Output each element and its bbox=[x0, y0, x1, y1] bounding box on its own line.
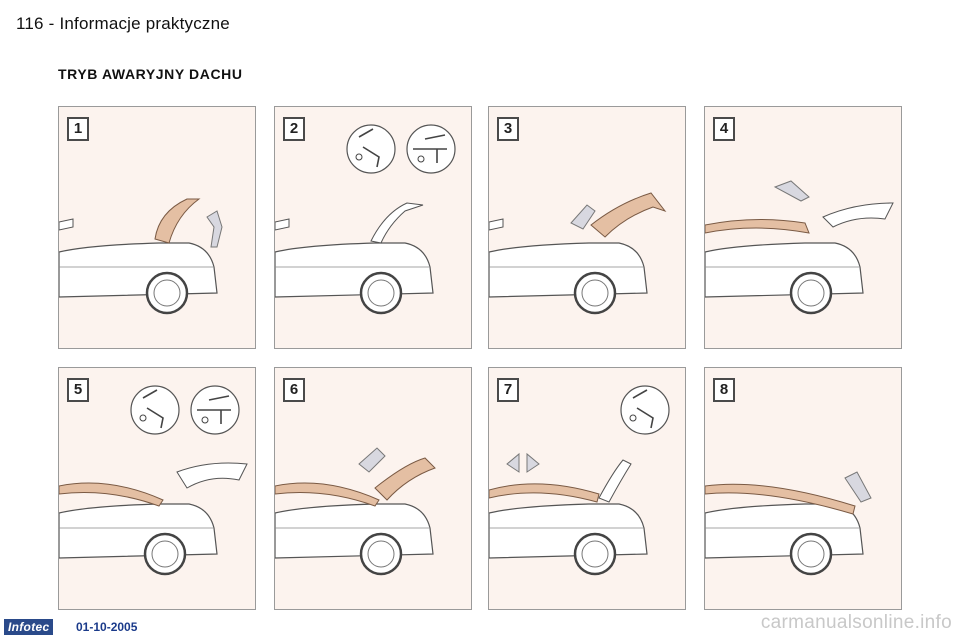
step-number-badge: 5 bbox=[67, 378, 89, 402]
section-name: Informacje praktyczne bbox=[59, 14, 230, 33]
step-panel-5: 5 bbox=[58, 367, 256, 610]
tool-key-icon bbox=[406, 124, 456, 174]
car-illustration bbox=[275, 124, 456, 315]
steps-grid: 1 2 bbox=[58, 106, 902, 610]
step-number-badge: 4 bbox=[713, 117, 735, 141]
tool-key-icon bbox=[190, 385, 240, 435]
car-illustration bbox=[59, 198, 223, 315]
step-panel-4: 4 bbox=[704, 106, 902, 349]
hand-lever-icon bbox=[346, 124, 396, 174]
section-title: TRYB AWARYJNY DACHU bbox=[58, 66, 243, 82]
page-header: 116 - Informacje praktyczne bbox=[16, 14, 230, 34]
car-illustration bbox=[275, 447, 436, 576]
header-separator: - bbox=[48, 14, 55, 33]
car-illustration bbox=[705, 471, 872, 576]
step-panel-2: 2 bbox=[274, 106, 472, 349]
step-panel-7: 7 bbox=[488, 367, 686, 610]
step-number-badge: 8 bbox=[713, 378, 735, 402]
hand-lever-icon bbox=[620, 385, 670, 435]
page-number: 116 bbox=[16, 14, 44, 33]
step-panel-1: 1 bbox=[58, 106, 256, 349]
step-number-badge: 2 bbox=[283, 117, 305, 141]
car-illustration bbox=[489, 192, 667, 315]
step-number-badge: 3 bbox=[497, 117, 519, 141]
car-illustration bbox=[59, 385, 248, 576]
watermark: carmanualsonline.info bbox=[760, 612, 952, 633]
publisher-logo: Infotec bbox=[4, 619, 54, 635]
hand-lever-icon bbox=[130, 385, 180, 435]
car-illustration bbox=[489, 385, 670, 576]
step-panel-8: 8 bbox=[704, 367, 902, 610]
step-number-badge: 6 bbox=[283, 378, 305, 402]
step-panel-3: 3 bbox=[488, 106, 686, 349]
step-panel-6: 6 bbox=[274, 367, 472, 610]
car-illustration bbox=[705, 180, 894, 315]
publication-date: 01-10-2005 bbox=[76, 620, 138, 634]
step-number-badge: 1 bbox=[67, 117, 89, 141]
step-number-badge: 7 bbox=[497, 378, 519, 402]
